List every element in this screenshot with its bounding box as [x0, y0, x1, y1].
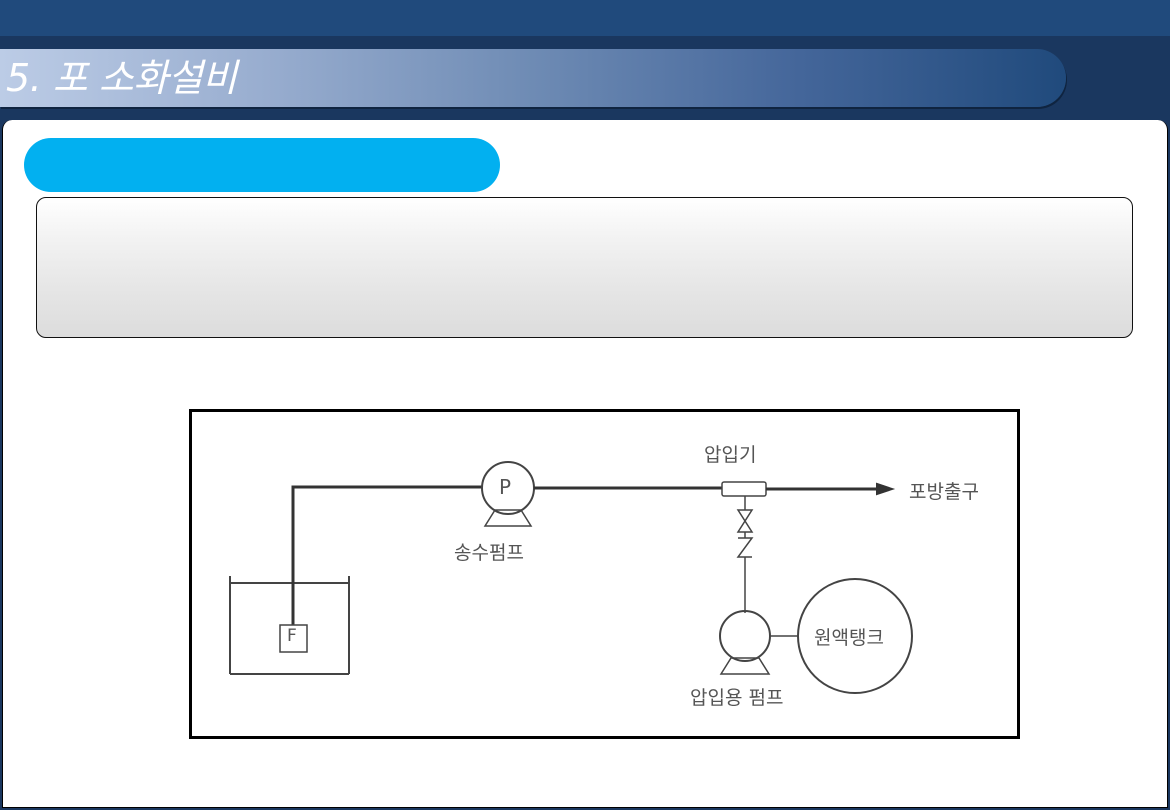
gate-valve-icon	[736, 509, 754, 533]
diagram-drawing	[229, 461, 913, 694]
injection-pump-base	[719, 657, 771, 675]
concentrate-tank-label: 원액탱크	[814, 627, 884, 649]
injection-pump-circle	[719, 610, 771, 662]
foam-system-diagram: P 송수펌프 압입기 포방출구 원액탱크 압입용 펌프 F	[189, 409, 1020, 739]
slide-title: 5. 포 소화설비	[6, 56, 237, 100]
foot-valve-symbol: F	[287, 626, 297, 646]
water-tank	[229, 576, 350, 675]
proportioner-body	[721, 481, 767, 497]
section-pill	[24, 138, 500, 192]
foot-valve-box	[279, 624, 308, 653]
suction-pipe	[291, 485, 482, 625]
supply-pump-symbol: P	[499, 475, 512, 499]
description-text-box	[36, 197, 1133, 338]
concentrate-tank-circle	[797, 578, 913, 694]
proportioner-label: 압입기	[704, 444, 757, 466]
foam-outlet-label: 포방출구	[909, 481, 979, 503]
check-valve-icon	[736, 537, 754, 558]
supply-pump-label: 송수펌프	[454, 542, 524, 564]
injection-pump-label: 압입용 펌프	[690, 687, 784, 709]
supply-pump-base	[483, 509, 533, 527]
title-bar	[0, 49, 1066, 107]
top-band	[0, 0, 1170, 36]
outlet-arrow-icon	[876, 482, 896, 496]
